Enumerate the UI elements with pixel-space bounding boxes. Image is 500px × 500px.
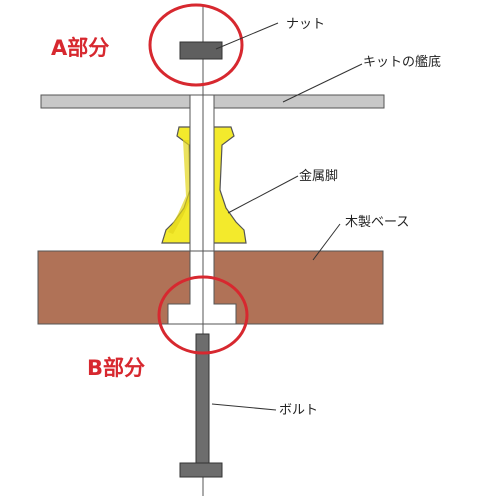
kit-bottom-leader-line <box>282 63 363 103</box>
section-a-title: A部分 <box>51 36 109 60</box>
metal-foot-shading <box>168 140 191 234</box>
nut-label: ナット <box>286 17 325 32</box>
bolt-head <box>179 462 223 478</box>
section-a-highlight-circle <box>148 3 244 87</box>
section-b-title: B部分 <box>87 356 145 380</box>
nut-leader-line <box>215 22 279 50</box>
bolt-head-recess <box>167 250 237 325</box>
bolt-label: ボルト <box>279 403 318 418</box>
metal-foot-leader-line <box>227 175 299 214</box>
wood-base-leader-line <box>312 223 341 261</box>
section-b-highlight-circle <box>157 275 249 355</box>
wood-base-label: 木製ベース <box>345 215 409 230</box>
nut <box>179 41 223 60</box>
metal-foot-label: 金属脚 <box>299 168 338 184</box>
kit-bottom-label: キットの艦底 <box>363 54 441 70</box>
bolt-leader-line <box>211 403 277 411</box>
